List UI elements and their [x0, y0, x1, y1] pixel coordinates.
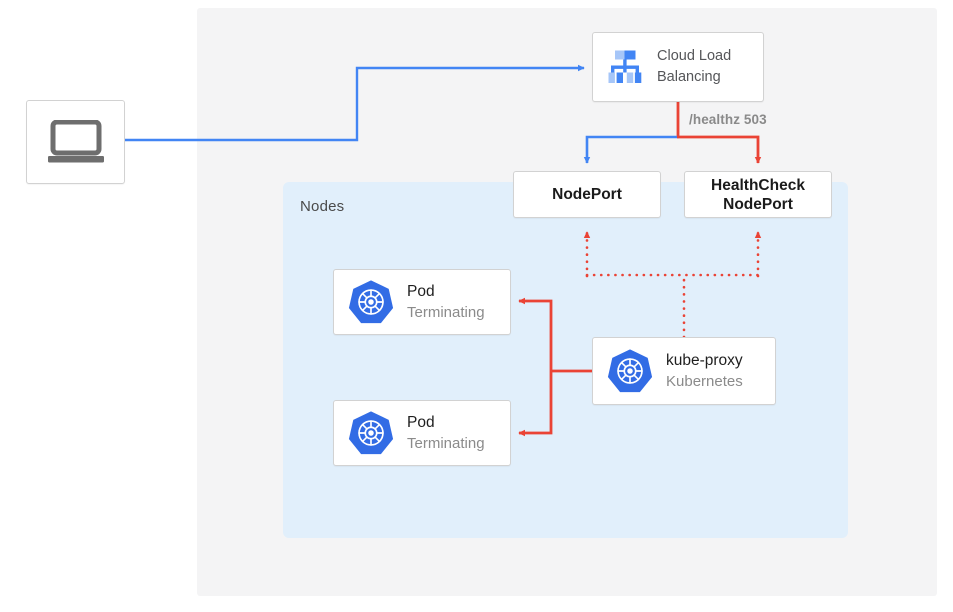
kube-proxy-node[interactable]: kube-proxy Kubernetes	[592, 337, 776, 405]
kubernetes-icon	[348, 411, 394, 455]
healthz-annotation: /healthz 503	[689, 112, 767, 127]
kubernetes-icon	[607, 349, 653, 393]
clb-label-line1: Cloud Load	[657, 48, 732, 64]
kube-proxy-title: kube-proxy	[666, 352, 743, 369]
pod2-status: Terminating	[407, 435, 485, 452]
healthcheck-nodeport-node[interactable]: HealthCheck NodePort	[684, 171, 832, 218]
cloud-load-balancing-node[interactable]: Cloud Load Balancing	[592, 32, 764, 102]
client-node[interactable]	[26, 100, 125, 184]
cloud-load-balancing-label: Cloud Load Balancing	[657, 46, 731, 88]
pod-terminating-1[interactable]: Pod Terminating	[333, 269, 511, 335]
laptop-icon	[47, 120, 104, 163]
pod1-title: Pod	[407, 283, 435, 300]
load-balancer-icon	[608, 50, 642, 83]
pod1-status: Terminating	[407, 304, 485, 321]
nodeport-label: NodePort	[552, 186, 622, 203]
pod-terminating-2[interactable]: Pod Terminating	[333, 400, 511, 466]
pod2-title: Pod	[407, 414, 435, 431]
nodeport-node[interactable]: NodePort	[513, 171, 661, 218]
hc-label-line1: HealthCheck	[711, 176, 805, 194]
clb-label-line2: Balancing	[657, 69, 721, 85]
nodes-region-label: Nodes	[300, 198, 345, 215]
kube-proxy-subtitle: Kubernetes	[666, 373, 743, 390]
hc-label-line2: NodePort	[723, 195, 793, 213]
healthcheck-nodeport-label: HealthCheck NodePort	[711, 176, 805, 214]
kubernetes-icon	[348, 280, 394, 324]
